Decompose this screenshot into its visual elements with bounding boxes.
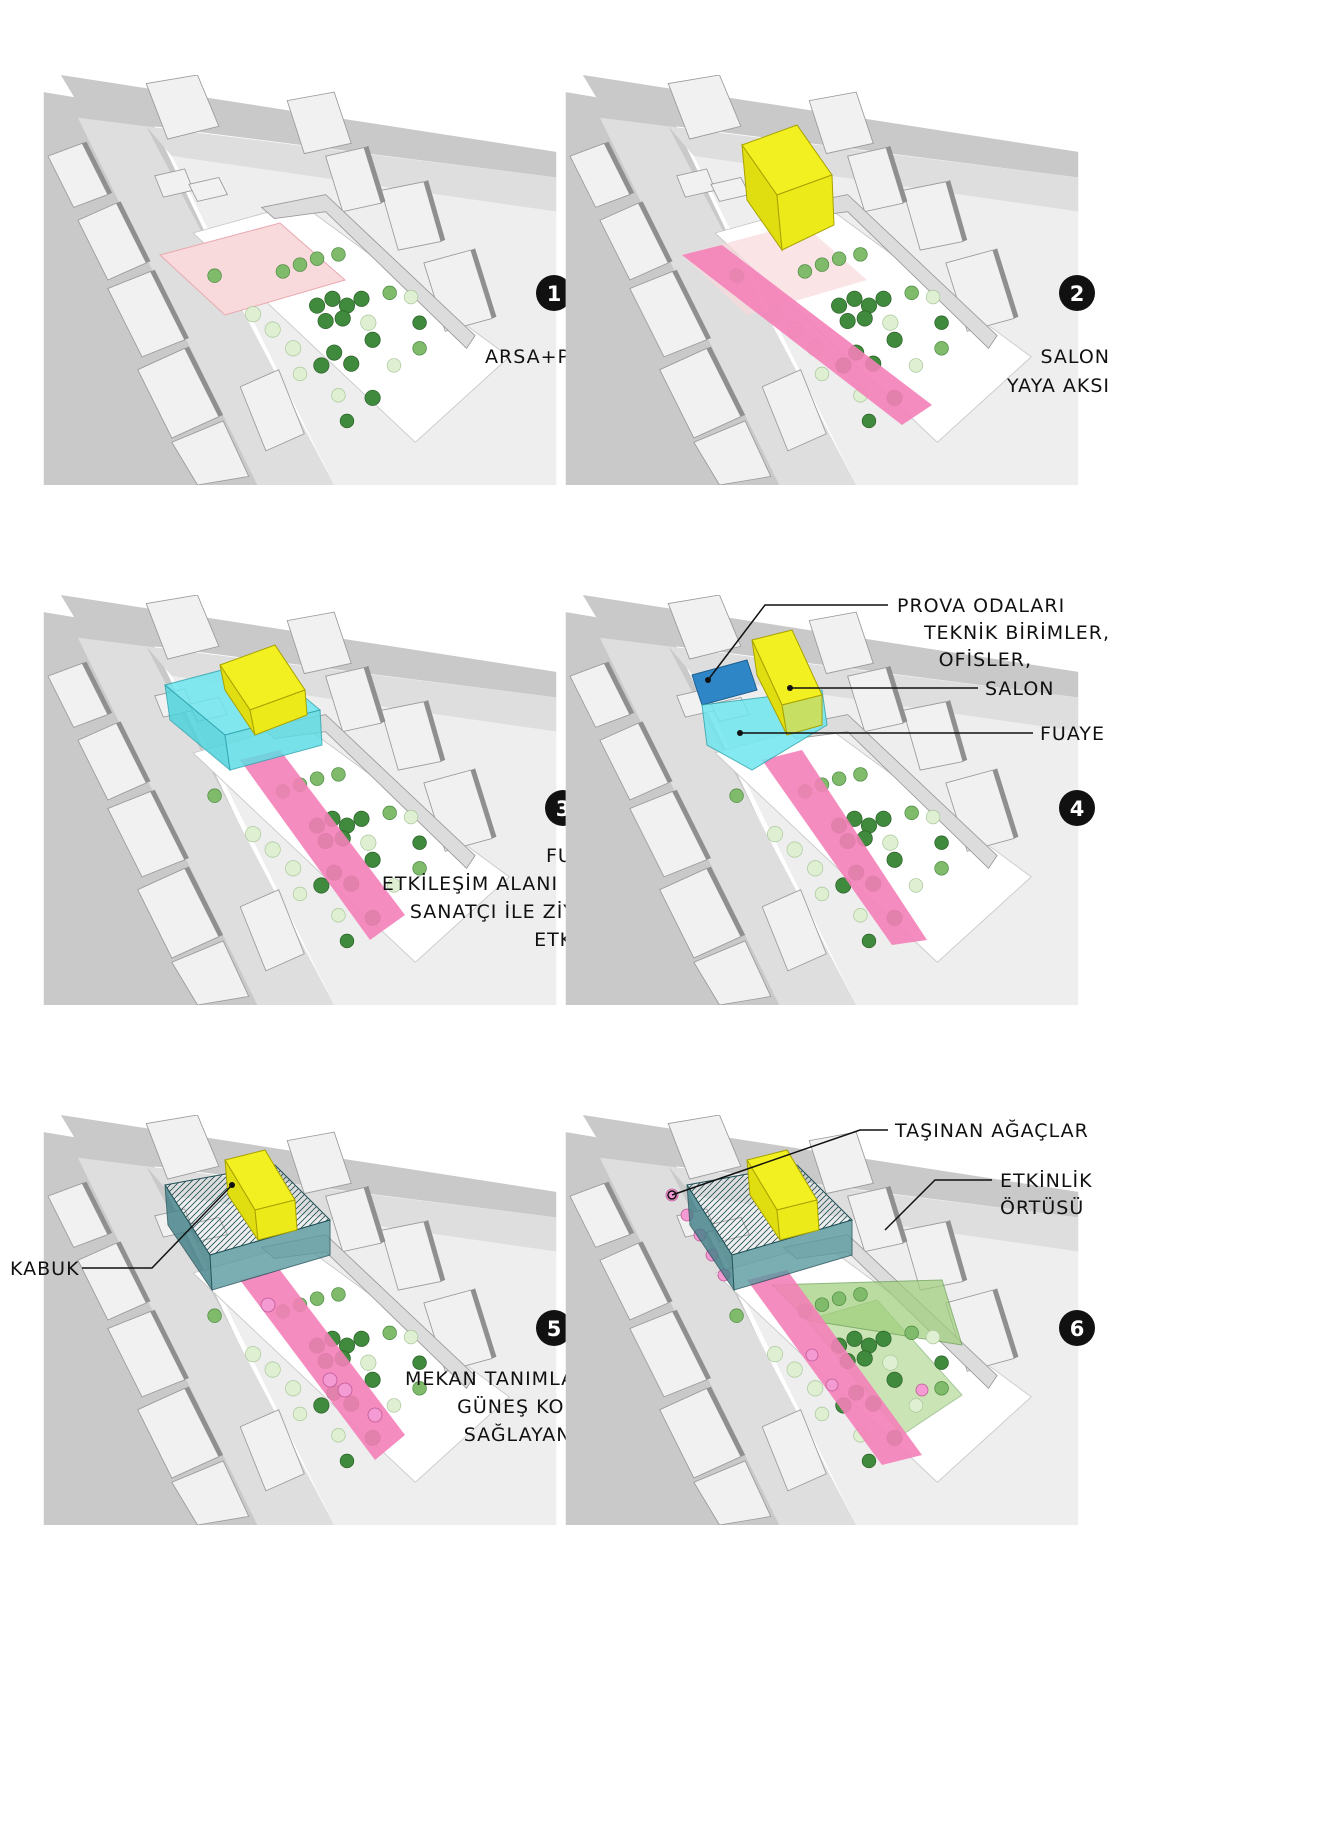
- panel-2-number: 2: [1070, 282, 1085, 306]
- panel-1: [43, 75, 557, 485]
- callout-prova-odalari: PROVA ODALARI: [897, 595, 1065, 617]
- panel-5-number: 5: [547, 1317, 562, 1341]
- pedestrian-axis: [682, 245, 932, 425]
- panel-4: [565, 595, 1079, 1005]
- kabuk-leader: [82, 1184, 233, 1269]
- panel-5-badge: 5: [536, 1310, 572, 1346]
- prova-volume: [691, 659, 758, 706]
- callout-ortusu: ÖRTÜSÜ: [1000, 1196, 1084, 1219]
- callout-tasinan-agaclar: TAŞINAN AĞAÇLAR: [894, 1118, 1089, 1142]
- panel-2-label-line-1: SALON: [1041, 346, 1111, 368]
- panel-4-badge: 4: [1059, 790, 1095, 826]
- panel-4-number: 4: [1070, 797, 1085, 821]
- callout-ofisler: OFİSLER,: [939, 648, 1032, 671]
- plot-area: [158, 222, 347, 316]
- panel-3: [43, 595, 557, 1005]
- panel-6-leader-lines: [671, 1129, 992, 1231]
- panel-2-label-line-2: YAYA AKSI: [1006, 375, 1110, 397]
- panel-5: [43, 1115, 557, 1525]
- callout-kabuk: KABUK: [10, 1258, 80, 1280]
- callout-salon: SALON: [985, 678, 1055, 700]
- panel-1-badge: 1: [536, 275, 572, 311]
- salon-volume: [776, 174, 835, 251]
- moved-trees: [260, 1297, 383, 1423]
- panel-4-leader-lines: [707, 604, 1033, 734]
- callout-teknik-birimler: TEKNİK BİRİMLER,: [923, 621, 1110, 644]
- callout-etkinlik: ETKİNLİK: [1000, 1169, 1093, 1192]
- panel-2-badge: 2: [1059, 275, 1095, 311]
- panel-6: [565, 1115, 1079, 1525]
- panel-1-number: 1: [547, 282, 562, 306]
- panel-2: [565, 75, 1079, 485]
- panel-6-number: 6: [1070, 1317, 1085, 1341]
- callout-fuaye: FUAYE: [1040, 723, 1105, 745]
- panel-6-badge: 6: [1059, 1310, 1095, 1346]
